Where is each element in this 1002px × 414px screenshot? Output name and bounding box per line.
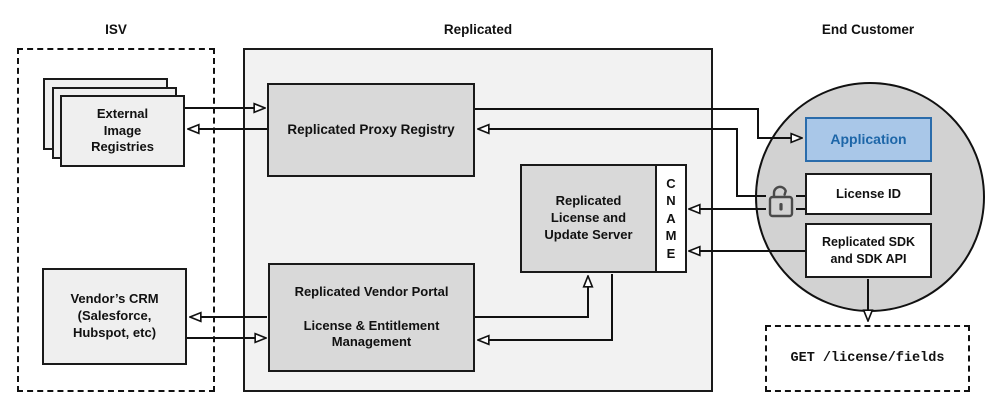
isv-section-box xyxy=(17,48,215,392)
vendors-crm-box: Vendor’s CRM (Salesforce, Hubspot, etc) xyxy=(42,268,187,365)
cname-strip: C N A M E xyxy=(655,164,687,273)
replicated-proxy-registry-box: Replicated Proxy Registry xyxy=(267,83,475,177)
end-customer-section-title: End Customer xyxy=(821,22,915,37)
vendor-portal-label: Replicated Vendor Portal License & Entit… xyxy=(294,283,449,350)
external-image-registries-label: External Image Registries xyxy=(91,105,154,155)
isv-section-title: ISV xyxy=(105,22,127,37)
license-update-server-label: Replicated License and Update Server xyxy=(544,193,633,242)
get-license-fields-label: GET /license/fields xyxy=(790,350,945,366)
application-label: Application xyxy=(830,131,907,148)
license-id-box: License ID xyxy=(805,173,932,215)
external-image-registries-box: External Image Registries xyxy=(60,95,185,167)
license-id-label: License ID xyxy=(835,185,902,201)
get-license-fields-box: GET /license/fields xyxy=(765,325,970,392)
license-update-server-box: Replicated License and Update Server xyxy=(520,164,657,273)
cname-label: C N A M E xyxy=(665,175,677,261)
replicated-sdk-box: Replicated SDK and SDK API xyxy=(805,223,932,278)
replicated-proxy-registry-label: Replicated Proxy Registry xyxy=(287,122,455,138)
replicated-sdk-label: Replicated SDK and SDK API xyxy=(821,235,916,266)
vendors-crm-label: Vendor’s CRM (Salesforce, Hubspot, etc) xyxy=(70,291,159,340)
vendor-portal-box: Replicated Vendor Portal License & Entit… xyxy=(268,263,475,372)
application-box: Application xyxy=(805,117,932,162)
replicated-section-title: Replicated xyxy=(443,22,513,37)
